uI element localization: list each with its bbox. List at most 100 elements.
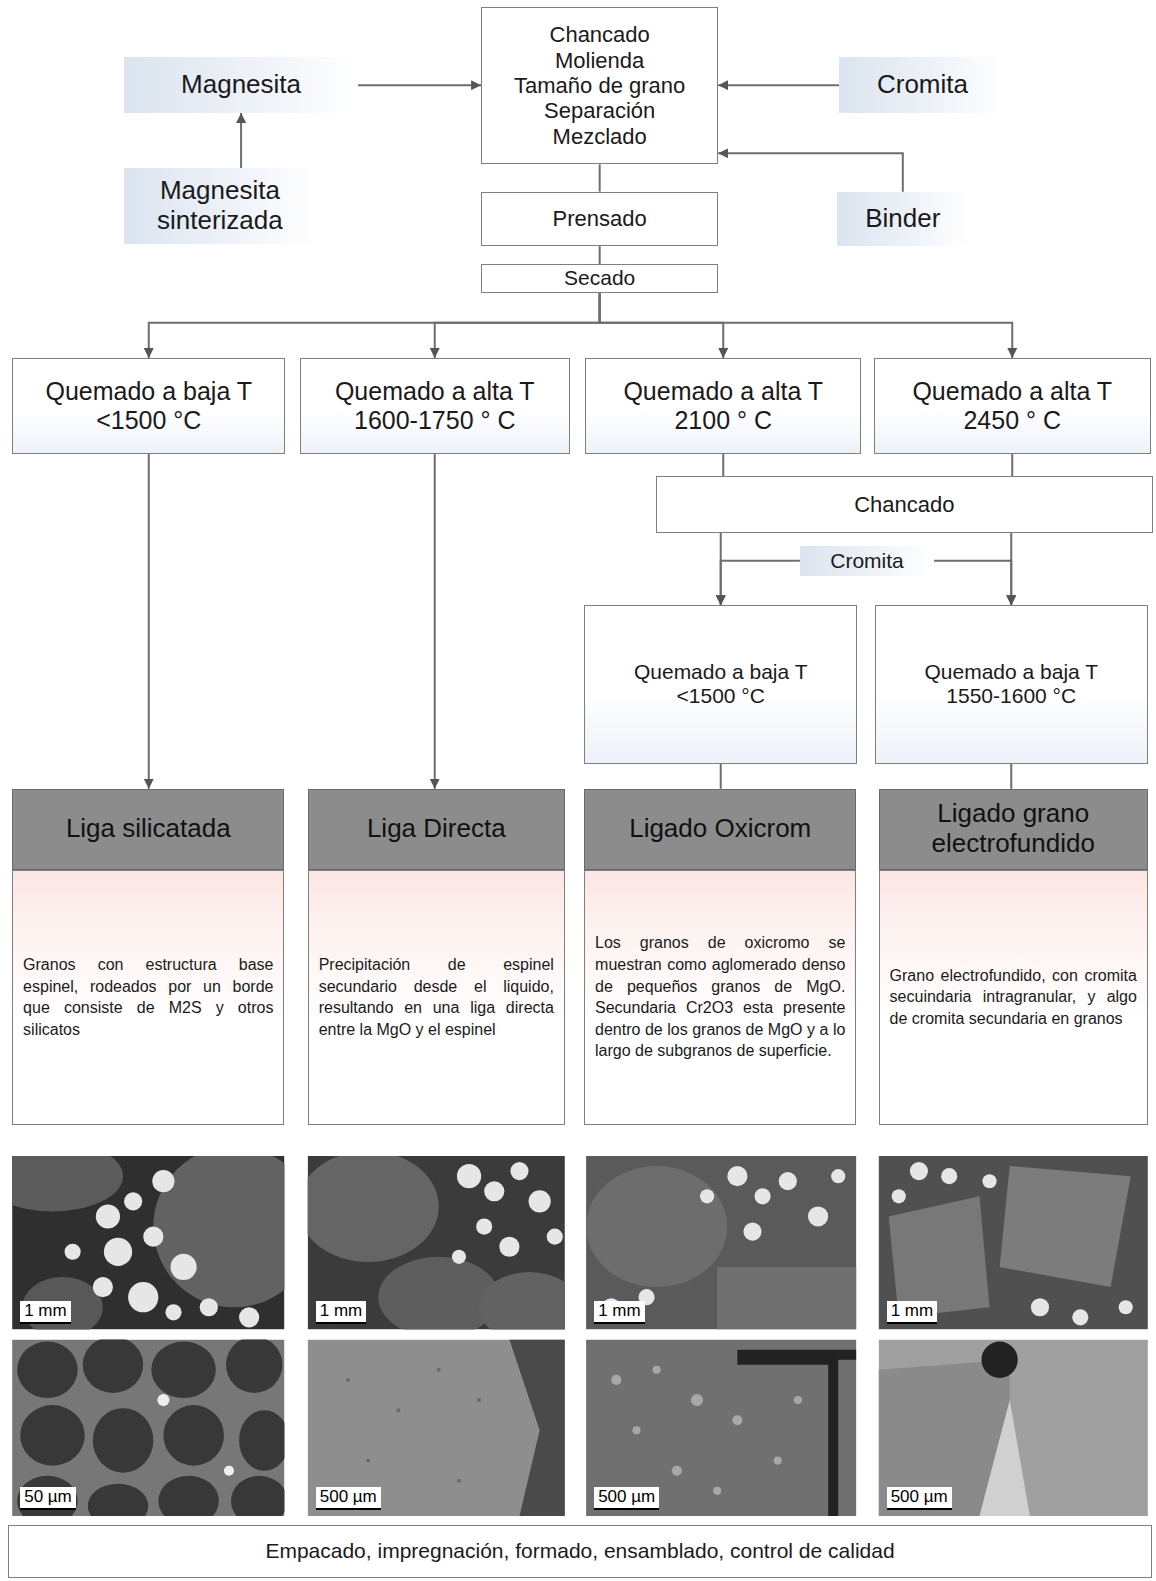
box-text: Separación [544, 98, 655, 123]
connector [718, 84, 839, 86]
micrograph-shape [17, 1476, 78, 1526]
connector [718, 153, 903, 191]
connector [721, 561, 800, 605]
micrograph [879, 1156, 1148, 1329]
micrograph-shape [529, 1190, 551, 1212]
box-text: Empacado, impregnación, formado, ensambl… [265, 1539, 894, 1563]
micrograph-shape [457, 1164, 481, 1188]
connector [434, 454, 436, 789]
input-box: Magnesita [124, 57, 358, 112]
micrograph-shape [96, 1204, 120, 1228]
connector [599, 246, 601, 264]
micrograph-shape [437, 1368, 441, 1372]
box-text: 1550-1600 °C [946, 684, 1076, 708]
micrograph-shape [484, 1181, 504, 1201]
connector [358, 84, 481, 86]
box-text: Prensado [553, 206, 647, 231]
micrograph-shape [476, 1219, 492, 1235]
box-text: Magnesita [181, 70, 301, 100]
box-text: Molienda [555, 48, 644, 73]
micrograph-shape [298, 1151, 439, 1262]
micrograph-shape [717, 1267, 856, 1330]
micrograph-shape [499, 1237, 519, 1257]
box-text: Precipitación de espinel secundario desd… [319, 954, 554, 1040]
micrograph-shape [879, 1156, 1148, 1329]
box-text: Liga silicatada [66, 814, 231, 844]
bond-header: Liga Directa [308, 789, 565, 870]
micrograph-shape [224, 1466, 234, 1476]
micrograph-shape [727, 1166, 747, 1186]
micrograph-shape [152, 1170, 174, 1192]
micrograph-shape [231, 1476, 287, 1526]
micrograph-shape [479, 1272, 580, 1343]
box-text: Ligado grano electrofundido [886, 799, 1141, 859]
box-text: Quemado a baja T [45, 377, 252, 406]
micrograph-shape [941, 1168, 957, 1184]
micrograph-shape [700, 1189, 714, 1203]
micrograph-shape [346, 1368, 481, 1483]
box-text: Magnesita sinterizada [130, 176, 310, 236]
micrograph-shape [713, 1487, 721, 1495]
box-text: Quemado a alta T [912, 377, 1112, 406]
scale-label: 1 mm [20, 1301, 71, 1324]
process-band: Empacado, impregnación, formado, ensambl… [8, 1525, 1152, 1577]
micrograph-shape [892, 1189, 906, 1203]
micrograph-shape [93, 1277, 113, 1297]
description-box: Granos con estructura base espinel, rode… [12, 870, 284, 1125]
micrograph-shape [17, 1342, 78, 1398]
micrograph-shape [0, 1141, 1148, 1528]
micrograph-shape [239, 1410, 289, 1471]
connector [1011, 454, 1013, 476]
micrograph-shape [889, 1196, 990, 1317]
connector [240, 113, 242, 169]
box-text: 2100 ° C [674, 406, 772, 435]
micrograph-shape [1119, 1300, 1133, 1314]
box-text: Granos con estructura base espinel, rode… [23, 954, 273, 1040]
scale-label: 50 µm [20, 1487, 76, 1510]
micrograph-shape [396, 1408, 400, 1412]
micrograph-shape [979, 1400, 1029, 1516]
connector [149, 293, 600, 359]
micrograph-shape [982, 1174, 996, 1188]
micrograph-shape [65, 1244, 81, 1260]
micrograph-shape [794, 1396, 802, 1404]
micrograph-shape [755, 1188, 771, 1204]
box-text: Grano electrofundido, con cromita secuin… [890, 965, 1137, 1030]
micrograph-shape [104, 1238, 132, 1266]
micrograph [0, 1141, 315, 1338]
micrograph-shape [158, 1476, 219, 1526]
scale-label: 1 mm [316, 1301, 367, 1324]
micrograph [298, 1151, 580, 1343]
micrograph-shape [163, 1405, 224, 1466]
micrograph-shape [691, 1394, 703, 1406]
box-text: Los granos de oxicromo se muestran como … [595, 932, 845, 1062]
micrograph-shape [547, 1229, 563, 1245]
micrograph-shape [611, 1375, 621, 1385]
input-box: Binder [837, 192, 968, 246]
box-text: Quemado a baja T [634, 660, 808, 684]
micrograph-shape [452, 1250, 466, 1264]
micrograph-shape [165, 1304, 181, 1320]
micrograph-shape [653, 1366, 661, 1374]
box-text: Quemado a alta T [623, 377, 823, 406]
scale-label: 1 mm [887, 1301, 938, 1324]
micrograph-shape [981, 1342, 1017, 1378]
firing-box: Quemado a baja T1550-1600 °C [875, 605, 1148, 763]
firing-box: Quemado a baja T<1500 °C [584, 605, 857, 763]
micrograph-shape [910, 1162, 928, 1180]
micrograph-shape [0, 1141, 123, 1212]
micrograph [586, 1156, 856, 1329]
micrograph-shape [457, 1479, 461, 1483]
micrograph-shape [128, 1282, 158, 1312]
micrograph-shape [477, 1398, 481, 1402]
micrograph [586, 1340, 856, 1517]
scale-label: 500 µm [887, 1487, 952, 1510]
input-tag: Cromita [800, 546, 934, 576]
micrograph [308, 1340, 565, 1517]
connector [600, 293, 724, 359]
box-text: Tamaño de grano [514, 73, 685, 98]
micrograph-shape [1031, 1298, 1049, 1316]
micrograph-shape [83, 1337, 144, 1393]
micrograph-shape [366, 1459, 370, 1463]
